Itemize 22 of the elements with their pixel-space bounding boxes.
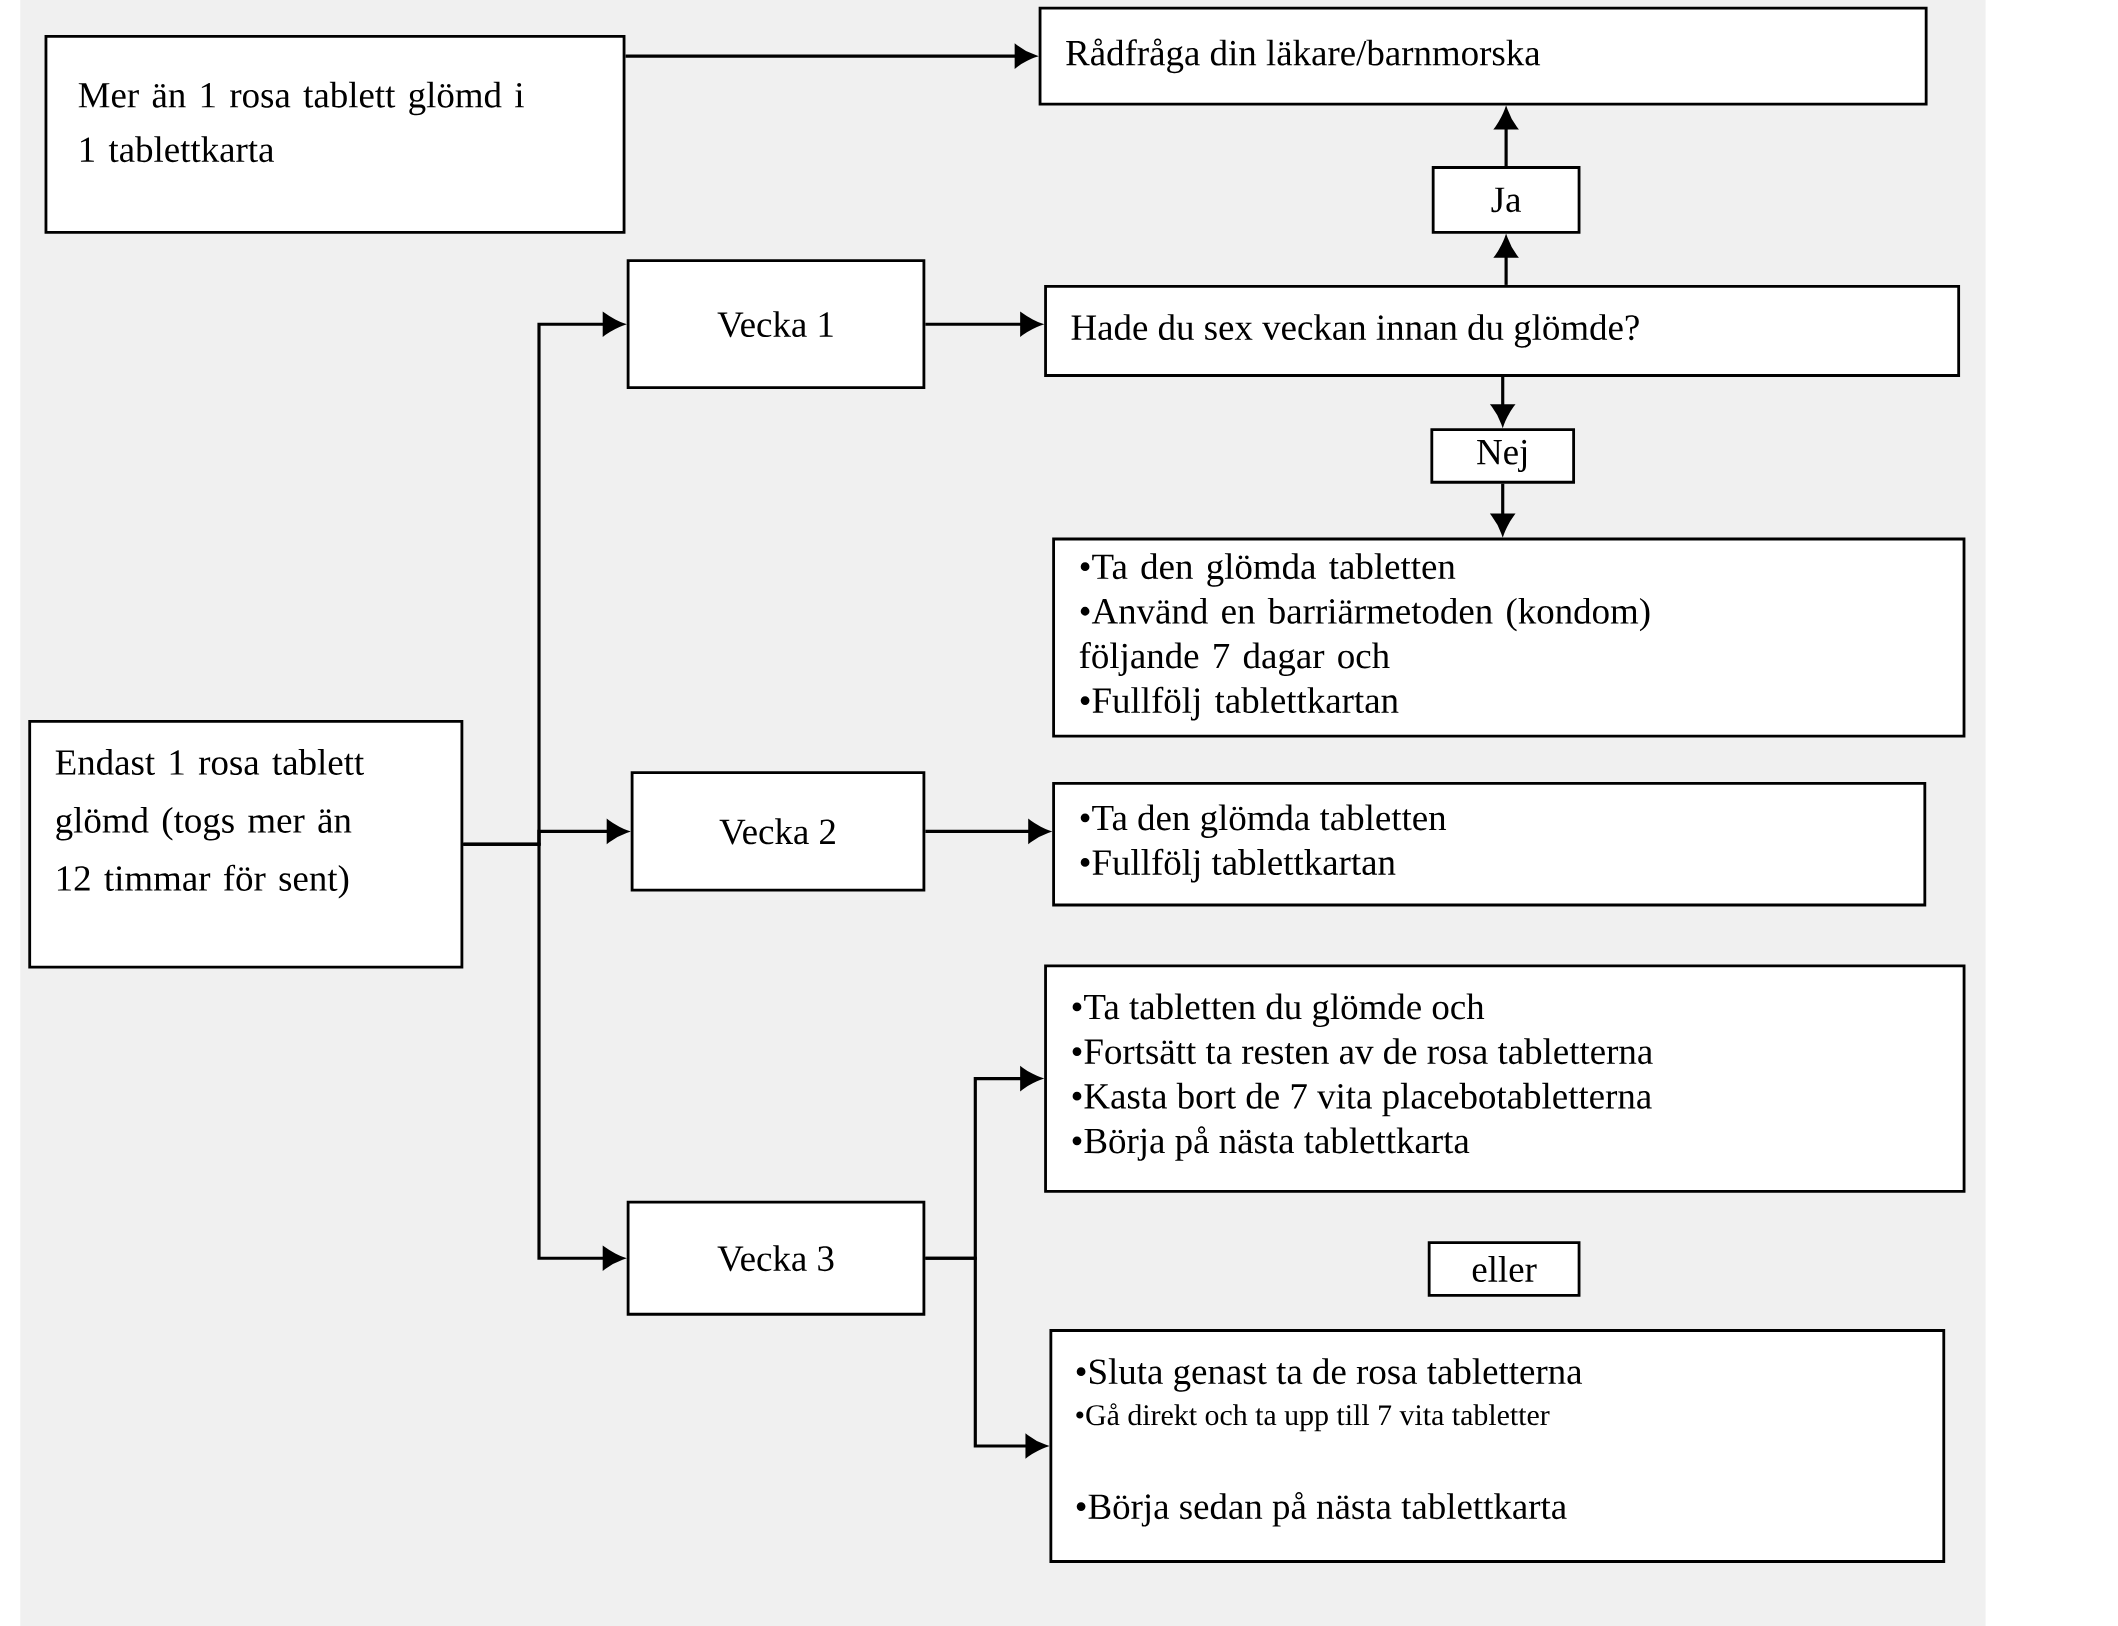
- instruction-box: •Sluta genast ta de rosa tabletterna •Gå direkt och ta upp till 7 vita tabletter •Börja sedan på nästa tablettkarta: [1049, 1328, 1946, 1563]
- arrow: [925, 820, 1050, 843]
- answer-box: eller: [1427, 1241, 1581, 1297]
- process-box: Vecka 3: [626, 1200, 926, 1316]
- process-box: Endast 1 rosa tablett glömd (togs mer än 12 timmar för sent): [28, 719, 464, 969]
- arrow: [1491, 483, 1514, 535]
- answer-box: Ja: [1431, 165, 1581, 234]
- arrow: [1494, 236, 1518, 285]
- process-box: Mer än 1 rosa tablett glömd i 1 tablettkarta: [44, 34, 626, 234]
- process-box: Vecka 2: [630, 771, 926, 892]
- arrow: [463, 842, 624, 1270]
- arrow: [925, 312, 1042, 336]
- instruction-box: •Ta den glömda tabletten •Fullfölj tablettkartan: [1052, 781, 1927, 907]
- decision-box: Hade du sex veckan innan du glömde?: [1044, 284, 1961, 377]
- arrow: [625, 44, 1036, 68]
- arrow: [925, 1256, 1047, 1458]
- arrow: [1494, 108, 1518, 166]
- process-box: Rådfråga din läkare/barnmorska: [1038, 6, 1928, 106]
- answer-box: Nej: [1430, 428, 1576, 484]
- instruction-box: •Ta den glömda tabletten •Använd en barriärmetoden (kondom) följande 7 dagar och •Fullfölj tablettkartan: [1052, 537, 1966, 738]
- process-box: Vecka 1: [626, 259, 926, 389]
- instruction-box: •Ta tabletten du glömde och •Fortsätt ta resten av de rosa tabletterna •Kasta bort de 7 vita placebotabletterna •Börja på nästa tablettkarta: [1044, 964, 1966, 1193]
